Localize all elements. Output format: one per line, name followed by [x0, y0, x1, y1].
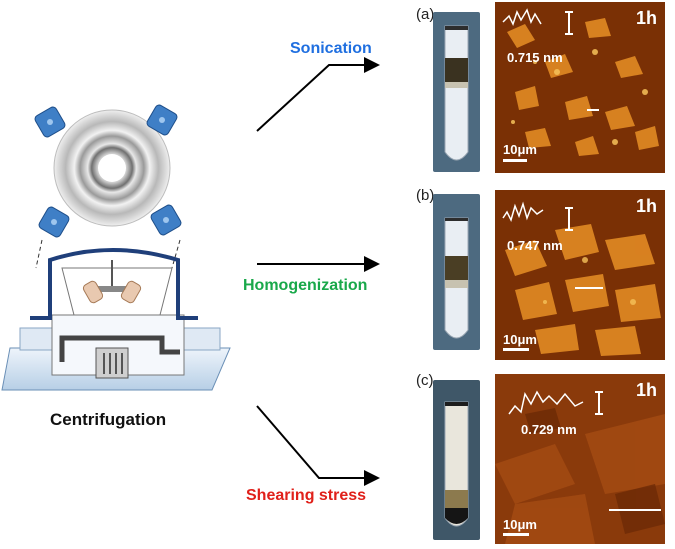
afm-image-c: 1h 0.729 nm 10μm [495, 374, 665, 544]
scale-label-a: 10μm [503, 142, 537, 157]
arrow-sonication [256, 57, 380, 132]
height-label-c: 0.729 nm [521, 422, 577, 437]
method-sonication: Sonication [290, 40, 372, 57]
vial-c [433, 380, 480, 540]
vial-b [433, 194, 480, 350]
scale-label-b: 10μm [503, 332, 537, 347]
method-shearing-stress: Shearing stress [246, 487, 367, 504]
time-label-a: 1h [635, 8, 657, 28]
rotor-top-view [34, 104, 182, 238]
panel-label-c: (c) [416, 372, 434, 389]
method-homogenization: Homogenization [243, 277, 368, 294]
centrifugation-label: Centrifugation [50, 410, 167, 429]
panel-label-a: (a) [416, 6, 435, 23]
scale-bar-b [503, 348, 529, 351]
height-label-b: 0.747 nm [507, 238, 563, 253]
panel-label-b: (b) [416, 187, 435, 204]
centrifuge-illustration [1, 104, 231, 391]
centrifuge-body [1, 248, 231, 391]
scale-bar-c [503, 533, 529, 536]
arrow-shearing [256, 405, 380, 486]
scale-bar-a [503, 159, 527, 162]
afm-image-b: 1h 0.747 nm 10μm [495, 190, 665, 360]
height-label-a: 0.715 nm [507, 50, 563, 65]
scale-label-c: 10μm [503, 517, 537, 532]
time-label-c: 1h [635, 380, 657, 400]
time-label-b: 1h [635, 196, 657, 216]
vial-a [433, 12, 480, 172]
afm-image-a: 1h 0.715 nm 10μm [495, 2, 665, 173]
